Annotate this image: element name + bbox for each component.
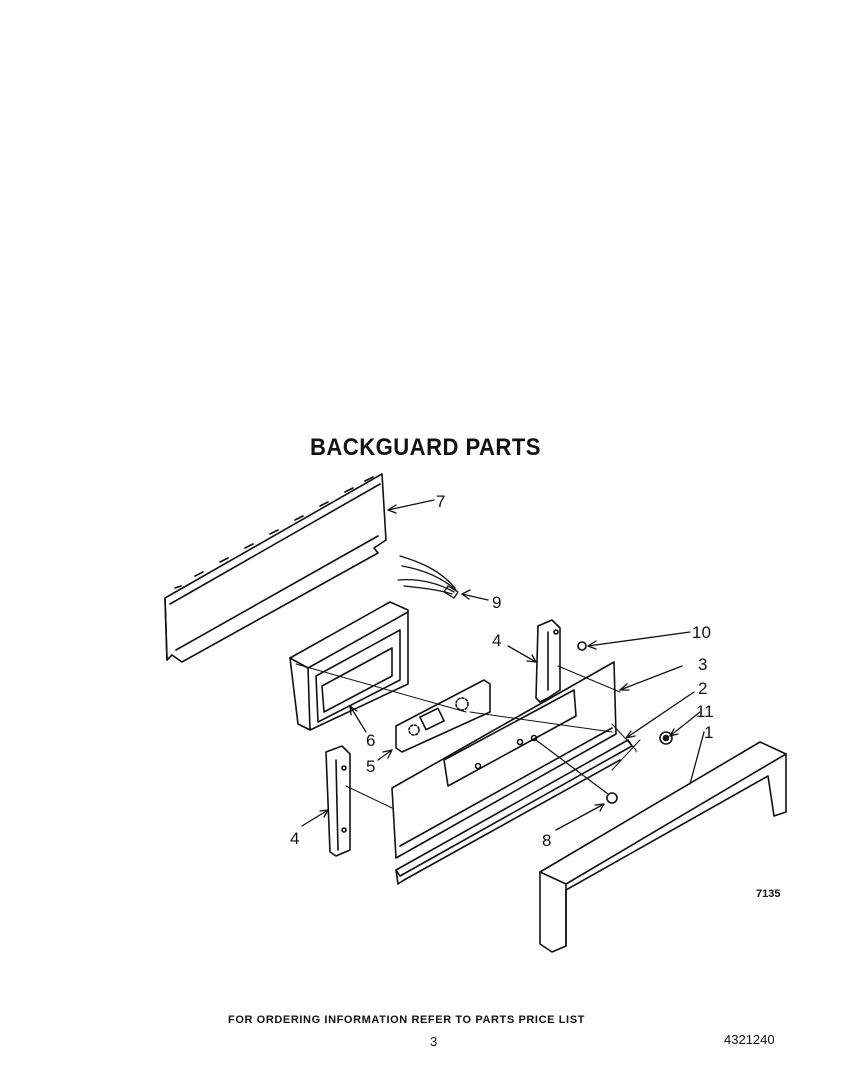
part-10-screw [577,641,587,651]
callout-3: 3 [698,655,707,674]
part-6-control-housing [289,601,409,731]
part-9-wire-harness [397,555,459,599]
page-number: 3 [430,1034,438,1049]
figure-number: 7135 [756,888,781,900]
callout-9: 9 [492,593,501,612]
leader-lines [301,499,705,831]
callout-11: 11 [696,702,714,721]
part-2-trim-strip [395,739,633,885]
ordering-note: FOR ORDERING INFORMATION REFER TO PARTS … [228,1014,585,1026]
part-4-end-bracket-left [325,745,351,857]
callout-4-left: 4 [290,829,299,848]
part-1-trim-cap [539,741,787,953]
part-7-backguard-panel [164,473,387,663]
page-title: BACKGUARD PARTS [310,434,541,461]
callout-2: 2 [698,679,707,698]
part-11-knob [659,731,673,745]
callout-8: 8 [542,831,551,850]
callout-7: 7 [436,492,445,511]
assembly-guide-lines [295,663,641,809]
document-number: 4321240 [724,1032,775,1047]
part-8-knob [535,739,618,804]
part-3-control-panel [391,661,617,859]
callout-numbers: 7 9 10 4 3 2 11 1 6 5 4 8 [290,492,714,850]
callout-4-right: 4 [492,631,501,650]
part-4-end-bracket-right [535,619,561,703]
callout-6: 6 [366,731,375,750]
callout-1: 1 [704,723,713,742]
callout-10: 10 [692,623,711,642]
part-5-display-module [395,679,491,753]
callout-5: 5 [366,757,375,776]
